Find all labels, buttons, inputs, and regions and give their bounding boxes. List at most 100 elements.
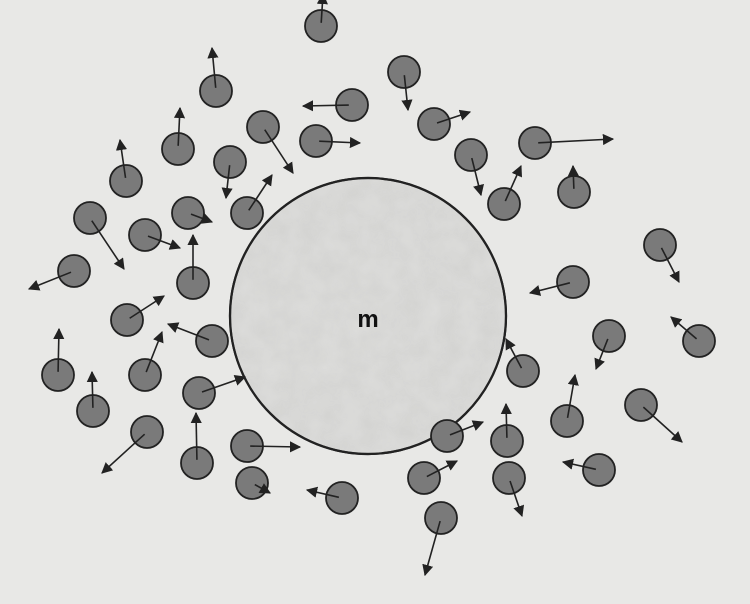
velocity-arrow (471, 157, 484, 197)
light-particle (128, 218, 182, 252)
light-particle-body (109, 164, 143, 198)
light-particle (182, 375, 247, 410)
velocity-arrow (319, 136, 362, 149)
velocity-arrow (436, 109, 472, 124)
light-particle (166, 322, 229, 358)
velocity-arrow (147, 235, 182, 250)
velocity-arrow (500, 402, 512, 438)
light-particle-body (506, 354, 540, 388)
velocity-arrow (248, 174, 273, 211)
velocity-arrow (422, 520, 441, 577)
light-particle-body (325, 481, 359, 515)
light-particle (561, 453, 616, 487)
light-particle (492, 461, 526, 518)
light-particle (76, 370, 110, 428)
velocity-arrow (301, 100, 349, 112)
velocity-arrow (509, 480, 525, 518)
light-particle-body (643, 228, 677, 262)
light-particle-body (128, 358, 162, 392)
light-particle (487, 164, 522, 221)
light-particle (180, 411, 214, 480)
light-particle-body (230, 196, 264, 230)
light-particle (101, 415, 164, 474)
light-particle (518, 126, 615, 160)
light-particle (73, 201, 125, 270)
velocity-arrow (145, 330, 164, 373)
light-particle (246, 110, 294, 174)
light-particle-body (492, 461, 526, 495)
velocity-arrow (129, 295, 165, 319)
velocity-arrow (86, 370, 98, 408)
light-particle-body (454, 138, 488, 172)
light-particle-body (213, 145, 247, 179)
light-particle (161, 106, 195, 166)
velocity-arrow (504, 164, 522, 202)
light-particle (550, 373, 584, 438)
velocity-arrow (316, 0, 328, 23)
light-particle-body (171, 196, 205, 230)
light-particle (41, 327, 75, 392)
velocity-arrow (401, 75, 413, 112)
velocity-arrow (561, 458, 597, 471)
light-particle (230, 429, 302, 463)
light-particle-body (110, 303, 144, 337)
light-particle (128, 330, 164, 392)
velocity-arrow (566, 373, 579, 418)
light-particle-body (417, 107, 451, 141)
velocity-arrow (538, 133, 615, 146)
light-particle (387, 55, 421, 112)
light-particle-body (195, 324, 229, 358)
light-particle (417, 107, 472, 141)
light-particles (27, 0, 716, 577)
light-particle-body (592, 319, 626, 353)
light-particle (407, 460, 458, 495)
velocity-arrow (642, 406, 683, 443)
light-particle-body (128, 218, 162, 252)
light-particle (27, 254, 91, 291)
light-particle (592, 319, 626, 371)
light-particle (110, 295, 165, 337)
velocity-arrow (528, 282, 571, 296)
heavy-particle: m (228, 176, 508, 456)
light-particle (430, 419, 485, 453)
light-particle (305, 481, 359, 515)
light-particle-body (235, 466, 269, 500)
light-particle (171, 196, 214, 230)
light-particle-body (556, 265, 590, 299)
heavy-particle-mass-label: m (357, 306, 378, 333)
velocity-arrow (305, 486, 340, 499)
light-particle-body (550, 404, 584, 438)
light-particle (176, 233, 210, 300)
velocity-arrow (190, 411, 202, 460)
velocity-arrow (660, 247, 680, 283)
light-particle (235, 466, 271, 500)
velocity-arrow (221, 165, 233, 200)
light-particle (670, 316, 716, 358)
light-particle-body (182, 376, 216, 410)
velocity-arrow (91, 220, 125, 270)
light-particle (199, 46, 233, 108)
light-particle (528, 265, 590, 299)
light-particle-body (518, 126, 552, 160)
light-particle-body (387, 55, 421, 89)
velocity-arrow (166, 322, 210, 341)
light-particle (505, 338, 540, 388)
light-particle-body (73, 201, 107, 235)
velocity-arrow (201, 375, 247, 393)
velocity-arrow (254, 483, 271, 494)
light-particle-body (487, 187, 521, 221)
velocity-arrow (250, 441, 302, 453)
light-particle (299, 124, 362, 158)
light-particle (109, 138, 143, 198)
light-particle (230, 174, 273, 230)
light-particle (624, 388, 683, 443)
light-particle-body (57, 254, 91, 288)
light-particle-body (682, 324, 716, 358)
light-particle-body (199, 74, 233, 108)
light-particle-body (624, 388, 658, 422)
light-particle-body (582, 453, 616, 487)
velocity-arrow (505, 338, 523, 369)
velocity-arrow (594, 338, 609, 371)
